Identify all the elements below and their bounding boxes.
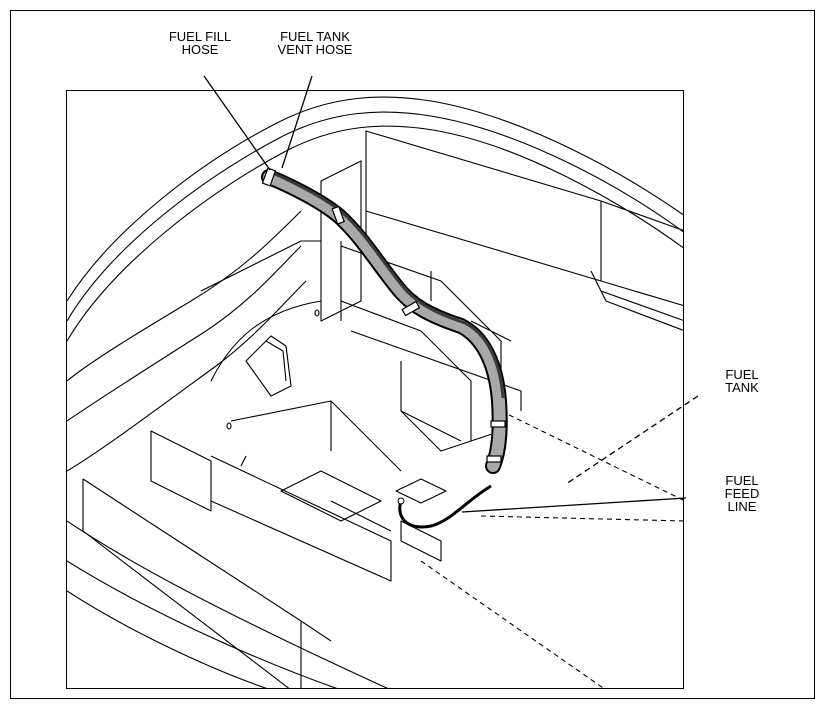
fuel-fill-hose-group [261, 167, 508, 474]
feed-line-leader [461, 497, 687, 513]
fuel-tank-label: FUEL TANK [725, 367, 759, 395]
boat-illustration-frame [66, 90, 684, 689]
tank-leader [565, 395, 699, 485]
boat-hull-illustration [67, 96, 683, 688]
fill-hose-leader [203, 75, 271, 171]
vent-hose-leader [281, 75, 313, 169]
fuel-feed-line-label: FUEL FEED LINE [724, 473, 760, 514]
fuel-fill-hose-label: FUEL FILL HOSE [168, 29, 232, 57]
fuel-tank-vent-hose-label: FUEL TANK VENT HOSE [277, 29, 353, 57]
fuel-feed-line [398, 484, 492, 529]
